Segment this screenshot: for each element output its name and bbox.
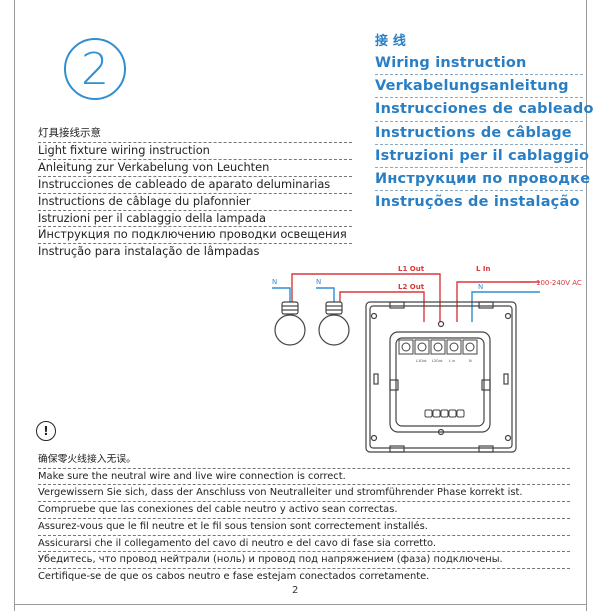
warning-note-list: 确保零火线接入无误。 Make sure the neutral wire an… — [38, 452, 570, 585]
fixture-label-portuguese: Instrução para instalação de lâmpadas — [38, 244, 260, 259]
neutral-label-right: N — [478, 283, 483, 291]
note-portuguese: Certifique-se de que os cabos neutro e f… — [38, 570, 430, 582]
page-border-left — [14, 0, 15, 611]
fixture-label-list: 灯具接线示意 Light fixture wiring instruction … — [38, 126, 352, 260]
step-number: 2 — [81, 43, 109, 95]
wiring-diagram: L1 Out L2 Out L In 100-240V AC N N N — [272, 265, 582, 453]
heading-german: Verkabelungsanleitung — [375, 75, 583, 99]
exclamation-circle-icon: ! — [36, 421, 56, 441]
neutral-wires — [272, 287, 540, 322]
fixture-label-french: Instructions de câblage du plafonnier — [38, 194, 352, 211]
note-german: Vergewissern Sie sich, dass der Anschlus… — [38, 485, 570, 503]
heading-portuguese: Instruções de instalação — [375, 194, 580, 211]
page-border-right — [586, 0, 587, 611]
l2-out-label: L2 Out — [398, 283, 425, 291]
terminal-label-l1out: L1Out — [416, 359, 427, 363]
heading-italian: Istruzioni per il cablaggio — [375, 145, 589, 169]
wiring-heading-list: 接 线 Wiring instruction Verkabelungsanlei… — [375, 34, 593, 213]
heading-french: Instructions de câblage — [375, 122, 583, 145]
note-spanish: Compruebe que las conexiones del cable n… — [38, 502, 570, 519]
l-in-label: L In — [476, 265, 491, 273]
note-russian: Убедитесь, что провод нейтрали (ноль) и … — [38, 552, 570, 569]
neutral-label-middle: N — [316, 278, 321, 286]
terminal-label-l2out: L2Out — [432, 359, 443, 363]
switch-backplate — [365, 301, 517, 453]
fixture-label-english: Light fixture wiring instruction — [38, 143, 352, 160]
note-english: Make sure the neutral wire and live wire… — [38, 469, 570, 486]
page-number: 2 — [292, 585, 299, 596]
fixture-label-russian: Инструкция по подключению проводки освещ… — [38, 227, 352, 245]
bulb-icon — [274, 301, 306, 346]
bottom-vents — [424, 409, 465, 418]
heading-russian: Инструкции по проводке — [375, 168, 590, 192]
heading-spanish: Instrucciones de cableado — [375, 98, 593, 122]
step-number-badge: 2 — [64, 38, 126, 100]
live-wires — [291, 273, 540, 322]
note-french: Assurez-vous que le fil neutre et le fil… — [38, 519, 570, 536]
heading-chinese: 接 线 — [375, 34, 407, 49]
neutral-label-left: N — [272, 278, 277, 286]
l1-out-label: L1 Out — [398, 265, 425, 273]
fixture-label-spanish: Instrucciones de cableado de aparato del… — [38, 177, 352, 194]
terminal-label-lin: L in — [449, 359, 455, 363]
heading-english: Wiring instruction — [375, 52, 583, 76]
fixture-label-italian: Istruzioni per il cablaggio della lampad… — [38, 211, 352, 228]
fixture-label-chinese: 灯具接线示意 — [38, 126, 352, 143]
voltage-label: 100-240V AC — [536, 279, 582, 287]
note-chinese: 确保零火线接入无误。 — [38, 452, 570, 469]
note-italian: Assicurarsi che il collegamento del cavo… — [38, 536, 570, 553]
page-border-bottom — [14, 604, 587, 605]
terminal-label-n: N — [469, 359, 472, 363]
terminal-block — [398, 339, 478, 355]
bulb-icon — [318, 301, 350, 346]
fixture-label-german: Anleitung zur Verkabelung von Leuchten — [38, 160, 352, 177]
